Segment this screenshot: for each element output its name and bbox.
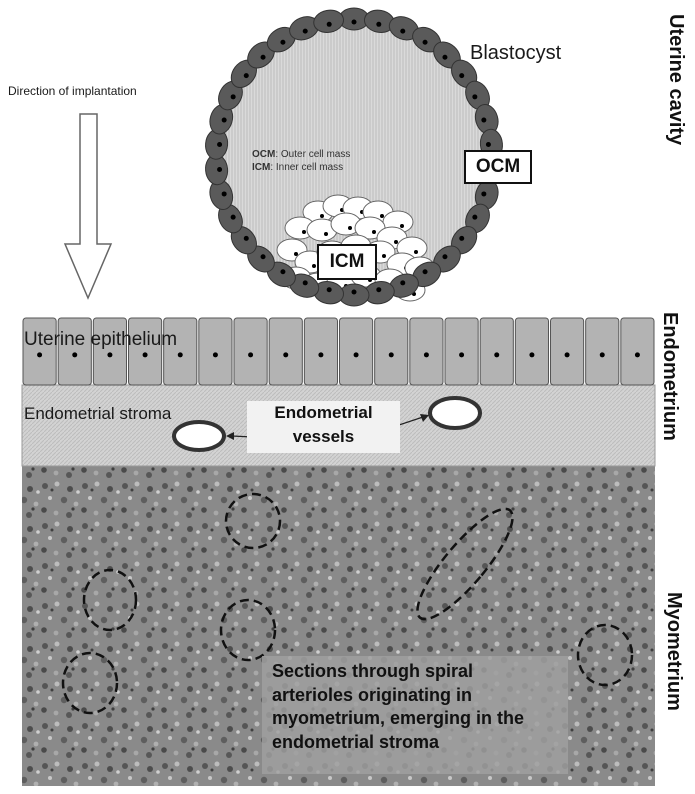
arteriole-markers [61, 492, 634, 715]
legend-ocm: OCM: Outer cell mass [252, 149, 351, 160]
vessel-pointer-left-head [226, 432, 234, 440]
legend-ocm-abbr: OCM [252, 149, 276, 160]
direction-arrow [63, 113, 113, 300]
arteriole-marker [82, 568, 138, 632]
arterioles-caption: Sections through spiral arterioles origi… [262, 656, 568, 774]
arteriole-marker [224, 492, 282, 550]
arteriole-marker [576, 623, 634, 687]
arteriole-marker [61, 651, 119, 715]
icm-label-box: ICM [317, 244, 377, 280]
arteriole-marker [416, 507, 514, 621]
blastocyst-label: Blastocyst [470, 42, 562, 64]
endometrial-vessels-label: Endometrial vessels [247, 401, 400, 453]
arteriole-marker [219, 598, 277, 662]
uterine-cavity-label: Uterine cavity [665, 14, 687, 146]
endometrial-vessel-right [428, 396, 482, 430]
legend-icm: ICM: Inner cell mass [252, 162, 344, 173]
endometrial-stroma-label: Endometrial stroma [24, 404, 172, 423]
myometrium-label: Myometrium [663, 592, 685, 711]
legend-icm-abbr: ICM [252, 162, 271, 173]
vessel-pointer-right-head [420, 414, 429, 422]
abbreviation-legend: OCM: Outer cell mass ICM: Inner cell mas… [252, 148, 350, 174]
ocm-label-box: OCM [464, 150, 532, 184]
uterine-epithelium-label: Uterine epithelium [24, 329, 178, 350]
legend-ocm-full: Outer cell mass [280, 149, 351, 160]
endometrium-label: Endometrium [659, 312, 681, 441]
direction-label: Direction of implantation [8, 84, 137, 98]
legend-icm-full: Inner cell mass [275, 162, 344, 173]
endometrial-vessel-left [172, 420, 226, 452]
